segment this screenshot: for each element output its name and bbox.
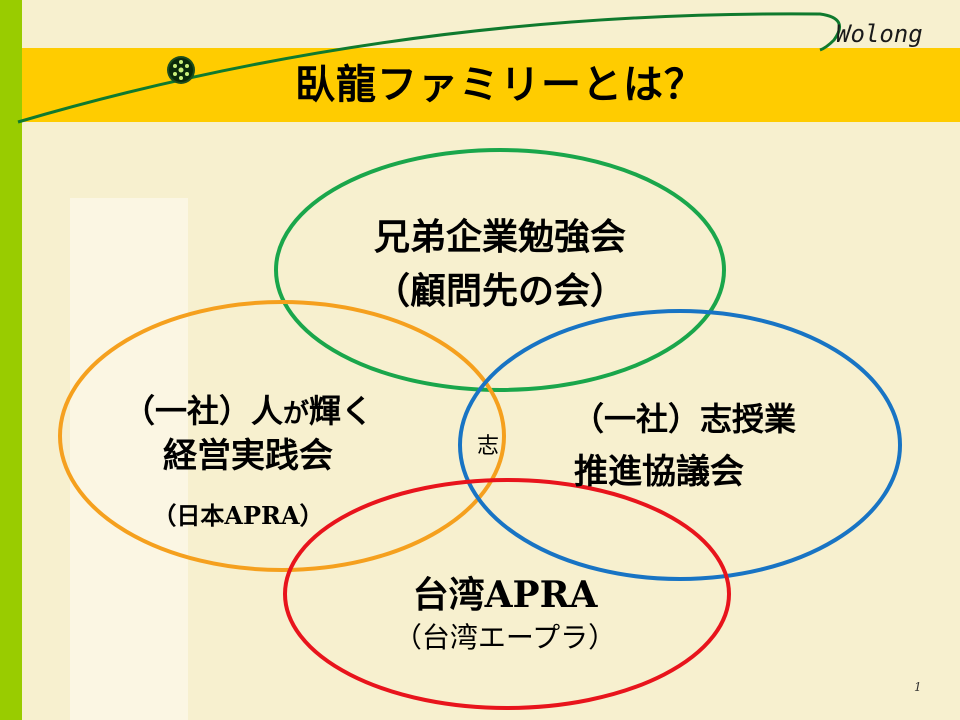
right-circle-line1: （一社）志授業 (572, 400, 797, 438)
top-circle-line1: 兄弟企業勉強会 (373, 217, 626, 258)
swoosh-arc (17, 12, 842, 124)
page-number: 1 (914, 680, 922, 694)
bottom-circle-line2: （台湾エープラ） (393, 621, 617, 654)
wolong-logo: Wolong (836, 20, 923, 48)
bottom-circle-line1: 台湾APRA (412, 574, 598, 616)
pale-panel (70, 198, 188, 720)
left-circle-line1-b: が (282, 399, 309, 429)
slide-title: 臥龍ファミリーとは？ (295, 62, 705, 108)
top-circle-line2: （顧問先の会） (373, 271, 626, 312)
orb-icon (167, 56, 195, 84)
left-circle-line1-c: 輝く (309, 392, 374, 430)
circle-left (58, 300, 506, 572)
left-accent-bar (0, 0, 22, 720)
left-circle-line2: 経営実践会 (163, 436, 333, 476)
circle-top (274, 148, 726, 392)
left-circle-line1-a: （一社）人 (122, 392, 283, 430)
center-label: 志 (476, 434, 499, 459)
left-circle-line3: （日本APRA） (152, 501, 324, 530)
circle-bottom (283, 478, 731, 710)
left-circle-line1: （一社）人が輝く (98, 386, 398, 432)
circle-right (458, 309, 902, 581)
right-circle-line2: 推進協議会 (574, 452, 744, 492)
